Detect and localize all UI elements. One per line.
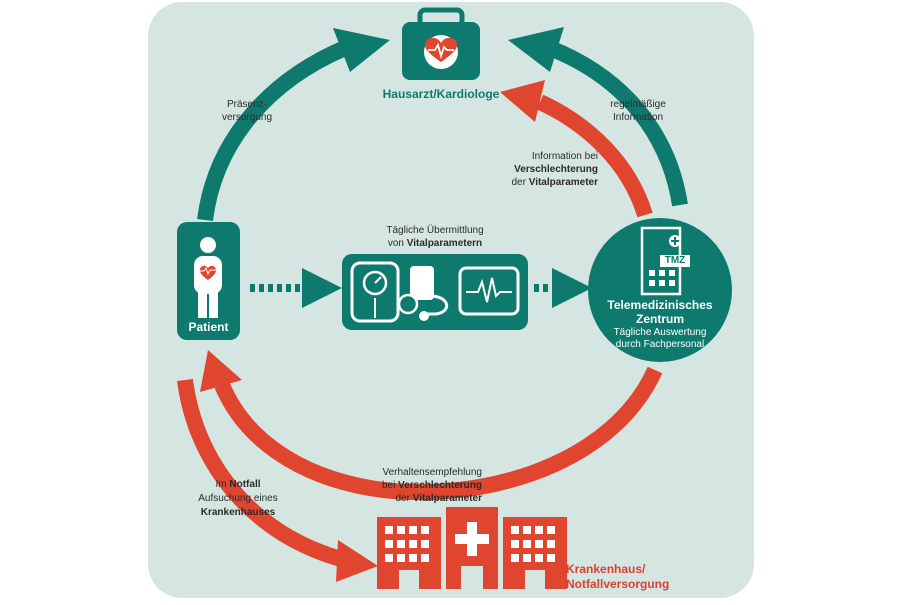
info-verschlechterung-line3-bold: Vitalparameter xyxy=(528,177,598,188)
notfall-line1-bold: Notfall xyxy=(229,479,261,490)
verhaltensempfehlung-line2: bei Verschlechterung xyxy=(376,479,482,492)
tmz-badge: TMZ xyxy=(660,255,690,267)
tmz-title-line2: Zentrum xyxy=(636,312,684,326)
patient-label: Patient xyxy=(188,320,229,334)
regelmaessig-line2: Information xyxy=(612,112,664,123)
tmz-sub-line2: durch Fachpersonal xyxy=(615,339,705,350)
arrow-notfall xyxy=(177,378,378,582)
hausarzt-label: Hausarzt/Kardiologe xyxy=(382,87,500,101)
praesenz-line1: Präsenz- xyxy=(226,99,267,110)
tmz-circle xyxy=(588,218,732,362)
uebermittlung-line1: Tägliche Übermittlung xyxy=(386,225,484,236)
devices-box xyxy=(342,254,528,330)
arrow-regelmaessige-information xyxy=(508,27,688,207)
krankenhaus-label-line2: Notfallversorgung xyxy=(566,577,670,591)
notfall-line1: Im Notfall xyxy=(192,478,284,492)
uebermittlung-label: Tägliche Übermittlung von Vitalparameter… xyxy=(363,224,507,250)
verhaltensempfehlung-line3-pre: der xyxy=(395,493,413,504)
notfall-label: Im Notfall Aufsuchung eines Krankenhause… xyxy=(192,478,284,520)
ecg-monitor-icon xyxy=(458,266,520,316)
regelmaessig-line1: regelmäßige xyxy=(610,99,666,110)
verhaltensempfehlung-line3-bold: Vitalparameter xyxy=(412,493,482,504)
patient-card xyxy=(177,222,240,340)
verhaltensempfehlung-line3: der Vitalparameter xyxy=(376,492,482,505)
krankenhaus-label-line1: Krankenhaus/ xyxy=(566,562,646,576)
notfall-line2: Aufsuchung eines xyxy=(198,493,278,504)
blood-pressure-cuff-icon xyxy=(397,266,448,321)
arrow-praesenzversorgung xyxy=(197,28,390,222)
verhaltensempfehlung-line1: Verhaltensempfehlung xyxy=(382,467,482,478)
verhaltensempfehlung-line2-pre: bei xyxy=(381,480,399,491)
scale-icon xyxy=(350,261,400,323)
info-verschlechterung-line3: der Vitalparameter xyxy=(496,176,598,189)
hospital-icon xyxy=(377,507,567,589)
uebermittlung-line2: von Vitalparametern xyxy=(363,237,507,250)
tmz-sub-line1: Tägliche Auswertung xyxy=(613,327,707,338)
regelmaessig-label: regelmäßige Information xyxy=(598,98,678,124)
info-verschlechterung-label: Information bei Verschlechterung der Vit… xyxy=(496,150,598,189)
uebermittlung-line2-pre: von xyxy=(387,238,407,249)
info-verschlechterung-line1: Information bei xyxy=(531,151,598,162)
praesenz-line2: versorgung xyxy=(221,112,273,123)
praesenz-label: Präsenz- versorgung xyxy=(212,98,282,124)
verhaltensempfehlung-line2-bold: Verschlechterung xyxy=(398,480,482,491)
notfall-line1-pre: Im xyxy=(215,479,230,490)
medical-bag-heart-icon xyxy=(402,7,480,80)
info-verschlechterung-line3-pre: der xyxy=(511,177,529,188)
verhaltensempfehlung-label: Verhaltensempfehlung bei Verschlechterun… xyxy=(376,466,482,505)
arrow-verhaltensempfehlung xyxy=(200,350,663,501)
notfall-line3: Krankenhauses xyxy=(200,507,276,518)
info-verschlechterung-line2: Verschlechterung xyxy=(514,164,598,175)
uebermittlung-line2-bold: Vitalparametern xyxy=(406,238,483,249)
arrow-information-verschlechterung xyxy=(500,80,653,218)
person-heart-icon xyxy=(194,237,222,318)
tmz-title-line1: Telemedizinisches xyxy=(607,298,713,312)
